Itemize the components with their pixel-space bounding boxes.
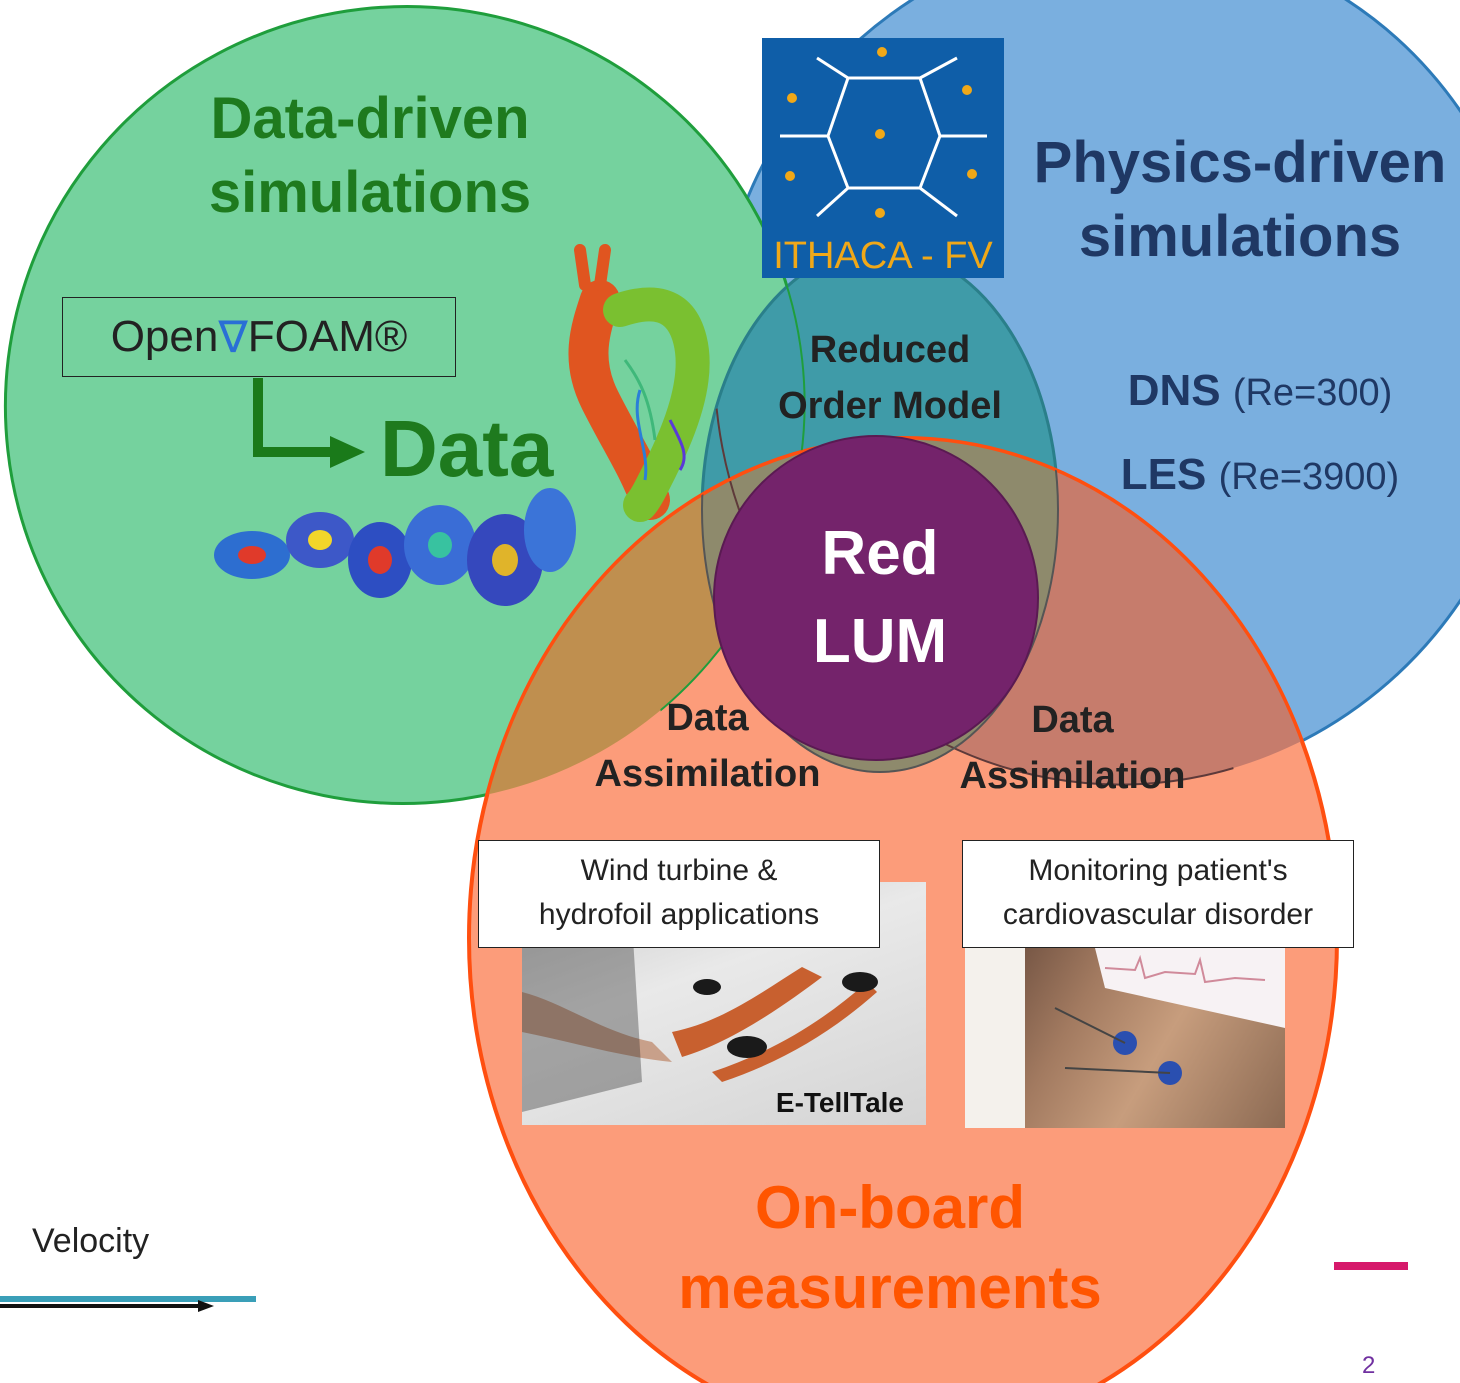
- les-name: LES: [1120, 450, 1207, 499]
- onboard-title: On-board measurements: [640, 1168, 1140, 1328]
- monitoring-line1: Monitoring patient's: [1028, 854, 1288, 887]
- velocity-colorbar: [0, 1296, 256, 1312]
- physics-driven-title-line1: Physics-driven: [1033, 130, 1447, 195]
- dns-detail: (Re=300): [1232, 372, 1393, 414]
- nabla-icon: ∇: [218, 312, 248, 362]
- data-driven-title-line1: Data-driven: [210, 86, 530, 151]
- redlum-line2: LUM: [812, 607, 948, 676]
- openfoam-to-data-arrow: [253, 378, 365, 468]
- monitoring-box: Monitoring patient's cardiovascular diso…: [962, 840, 1354, 948]
- onboard-line1: On-board: [755, 1174, 1025, 1241]
- accent-bar: [1334, 1262, 1408, 1270]
- data-driven-title: Data-driven simulations: [150, 82, 590, 230]
- dns-name: DNS: [1127, 366, 1221, 415]
- onboard-line2: measurements: [678, 1254, 1102, 1321]
- velocity-label: Velocity: [32, 1222, 150, 1260]
- data-assimilation-left-line1: Data: [666, 697, 749, 739]
- dns-label: DNS (Re=300): [1060, 362, 1460, 422]
- les-detail: (Re=3900): [1218, 456, 1400, 498]
- data-arrow-label: Data: [380, 404, 554, 493]
- les-label: LES (Re=3900): [1060, 446, 1460, 506]
- wind-turbine-line1: Wind turbine &: [580, 854, 778, 887]
- overlap-green-orange: [469, 438, 805, 804]
- physics-driven-title-line2: simulations: [1078, 204, 1402, 269]
- reduced-order-label: Reduced Order Model: [745, 322, 1035, 434]
- data-driven-title-line2: simulations: [208, 160, 532, 225]
- redlum-core-circle: [713, 435, 1039, 761]
- openfoam-foam: FOAM®: [247, 312, 408, 361]
- data-assimilation-right-line1: Data: [1031, 699, 1114, 741]
- openfoam-open: Open: [110, 312, 219, 361]
- ithaca-logo-text: ITHACA - FV: [773, 235, 993, 277]
- physics-driven-title: Physics-driven simulations: [1010, 126, 1460, 274]
- redlum-label: Red LUM: [730, 510, 1030, 686]
- ecg-monitoring-photo: [965, 948, 1285, 1128]
- wind-turbine-box: Wind turbine & hydrofoil applications: [478, 840, 880, 948]
- redlum-line1: Red: [821, 519, 939, 588]
- ithaca-logo-graph: [780, 47, 987, 218]
- data-assimilation-right: Data Assimilation: [935, 692, 1210, 804]
- monitoring-line2: cardiovascular disorder: [1002, 898, 1314, 931]
- vortex-wake-illustration: [214, 488, 576, 606]
- ithaca-fv-logo: ITHACA - FV: [762, 38, 1004, 278]
- data-assimilation-left-line2: Assimilation: [594, 753, 821, 795]
- wind-turbine-line2: hydrofoil applications: [538, 898, 820, 931]
- data-assimilation-right-line2: Assimilation: [959, 755, 1186, 797]
- data-assimilation-left: Data Assimilation: [570, 690, 845, 802]
- reduced-order-line1: Reduced: [809, 329, 971, 371]
- reduced-order-line2: Order Model: [778, 385, 1002, 427]
- ecg-image: [965, 948, 1285, 1128]
- e-telltale-caption: E-TellTale: [775, 1087, 904, 1118]
- openfoam-logo: Open∇FOAM®: [62, 297, 456, 377]
- page-number: 2: [1362, 1352, 1376, 1379]
- e-telltale-image: [522, 922, 878, 1112]
- aorta-illustration: [568, 244, 710, 522]
